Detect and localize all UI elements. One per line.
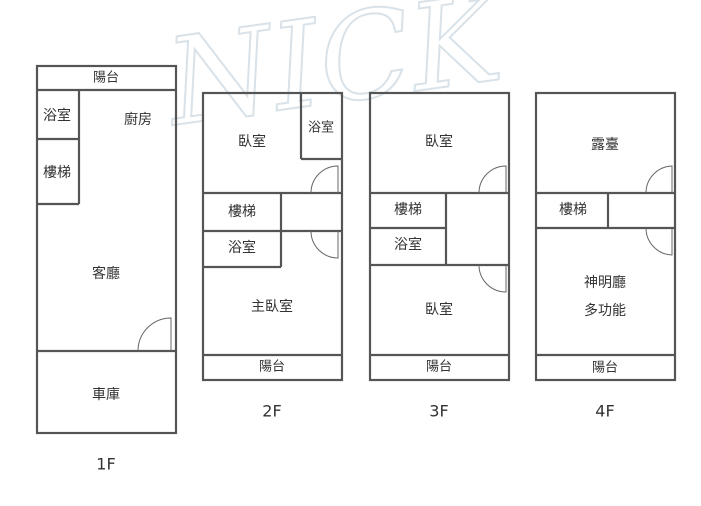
balcony-label: 陽台 (259, 360, 285, 375)
living-room-label: 客廳 (92, 265, 120, 282)
multipurpose-label: 多功能 (584, 302, 626, 319)
floor-3-label: 3F (429, 402, 448, 421)
bedroom-label: 臥室 (425, 133, 453, 150)
floor-3-outline (368, 91, 511, 382)
floor-1-outline (35, 64, 178, 435)
balcony-label: 陽台 (93, 71, 119, 86)
door-swing (478, 264, 507, 293)
bath-label: 浴室 (43, 107, 71, 124)
bath-label: 浴室 (394, 236, 422, 253)
bath-label: 浴室 (228, 239, 256, 256)
watermark: NICK (156, 0, 515, 154)
bedroom-label: 臥室 (238, 133, 266, 150)
door-swing (645, 165, 673, 194)
balcony-label: 陽台 (592, 361, 618, 376)
floor-2-label: 2F (262, 402, 281, 421)
door-swing (137, 317, 172, 352)
floor-2-plan: 臥室 浴室 樓梯 浴室 主臥室 陽台 (201, 91, 344, 382)
terrace-label: 露臺 (591, 137, 619, 153)
master-bedroom-label: 主臥室 (251, 298, 293, 315)
door-swing (310, 230, 339, 259)
floor-1-label: 1F (96, 455, 115, 474)
bath-label: 浴室 (308, 120, 334, 136)
stairs-label: 樓梯 (394, 202, 422, 218)
floor-2-outline (201, 91, 344, 382)
floor-3-plan: 臥室 樓梯 浴室 臥室 陽台 (368, 91, 511, 382)
garage-label: 車庫 (92, 386, 120, 403)
floor-4-outline (534, 91, 677, 382)
stairs-label: 樓梯 (228, 204, 256, 220)
stairs-label: 樓梯 (43, 165, 71, 181)
shrine-hall-label: 神明廳 (584, 274, 626, 291)
kitchen-label: 廚房 (124, 111, 152, 128)
floor-1-plan: 陽台 浴室 廚房 樓梯 客廳 車庫 (35, 64, 178, 435)
balcony-label: 陽台 (426, 360, 452, 375)
door-swing (478, 165, 507, 194)
door-swing (310, 165, 339, 194)
stairs-label: 樓梯 (559, 202, 587, 218)
door-swing (645, 227, 673, 256)
floor-4-label: 4F (595, 402, 614, 421)
bedroom-label: 臥室 (425, 301, 453, 318)
floor-4-plan: 露臺 樓梯 神明廳 多功能 陽台 (534, 91, 677, 382)
